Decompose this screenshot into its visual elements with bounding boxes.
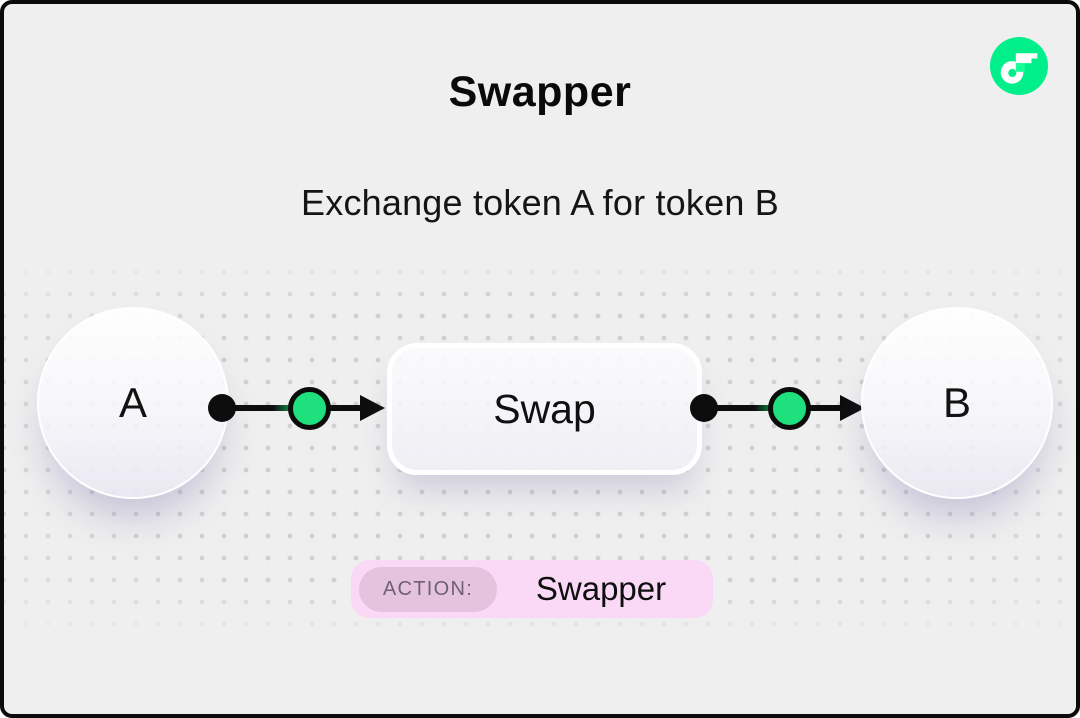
edge-a-green-dot xyxy=(288,387,331,430)
edge-a-arrowhead-icon xyxy=(360,395,385,421)
flow-logo-icon xyxy=(990,37,1048,95)
page-title: Swapper xyxy=(448,68,632,116)
action-badge: ACTION: Swapper xyxy=(351,560,713,618)
content-layer: Swapper Exchange token A for token B A S… xyxy=(4,4,1076,714)
node-swap-label: Swap xyxy=(493,385,596,432)
node-token-b-label: B xyxy=(942,379,971,426)
node-swap: Swap xyxy=(387,343,702,475)
action-badge-value: Swapper xyxy=(535,570,667,607)
edge-b-arrowhead-icon xyxy=(840,395,865,421)
action-badge-pill: ACTION: xyxy=(359,566,497,612)
node-token-a: A xyxy=(37,307,229,499)
page-subtitle: Exchange token A for token B xyxy=(301,182,779,223)
node-token-a-label: A xyxy=(118,379,147,426)
action-badge-label: ACTION: xyxy=(382,577,474,600)
edge-b-green-dot xyxy=(768,387,811,430)
node-token-b: B xyxy=(861,307,1053,499)
